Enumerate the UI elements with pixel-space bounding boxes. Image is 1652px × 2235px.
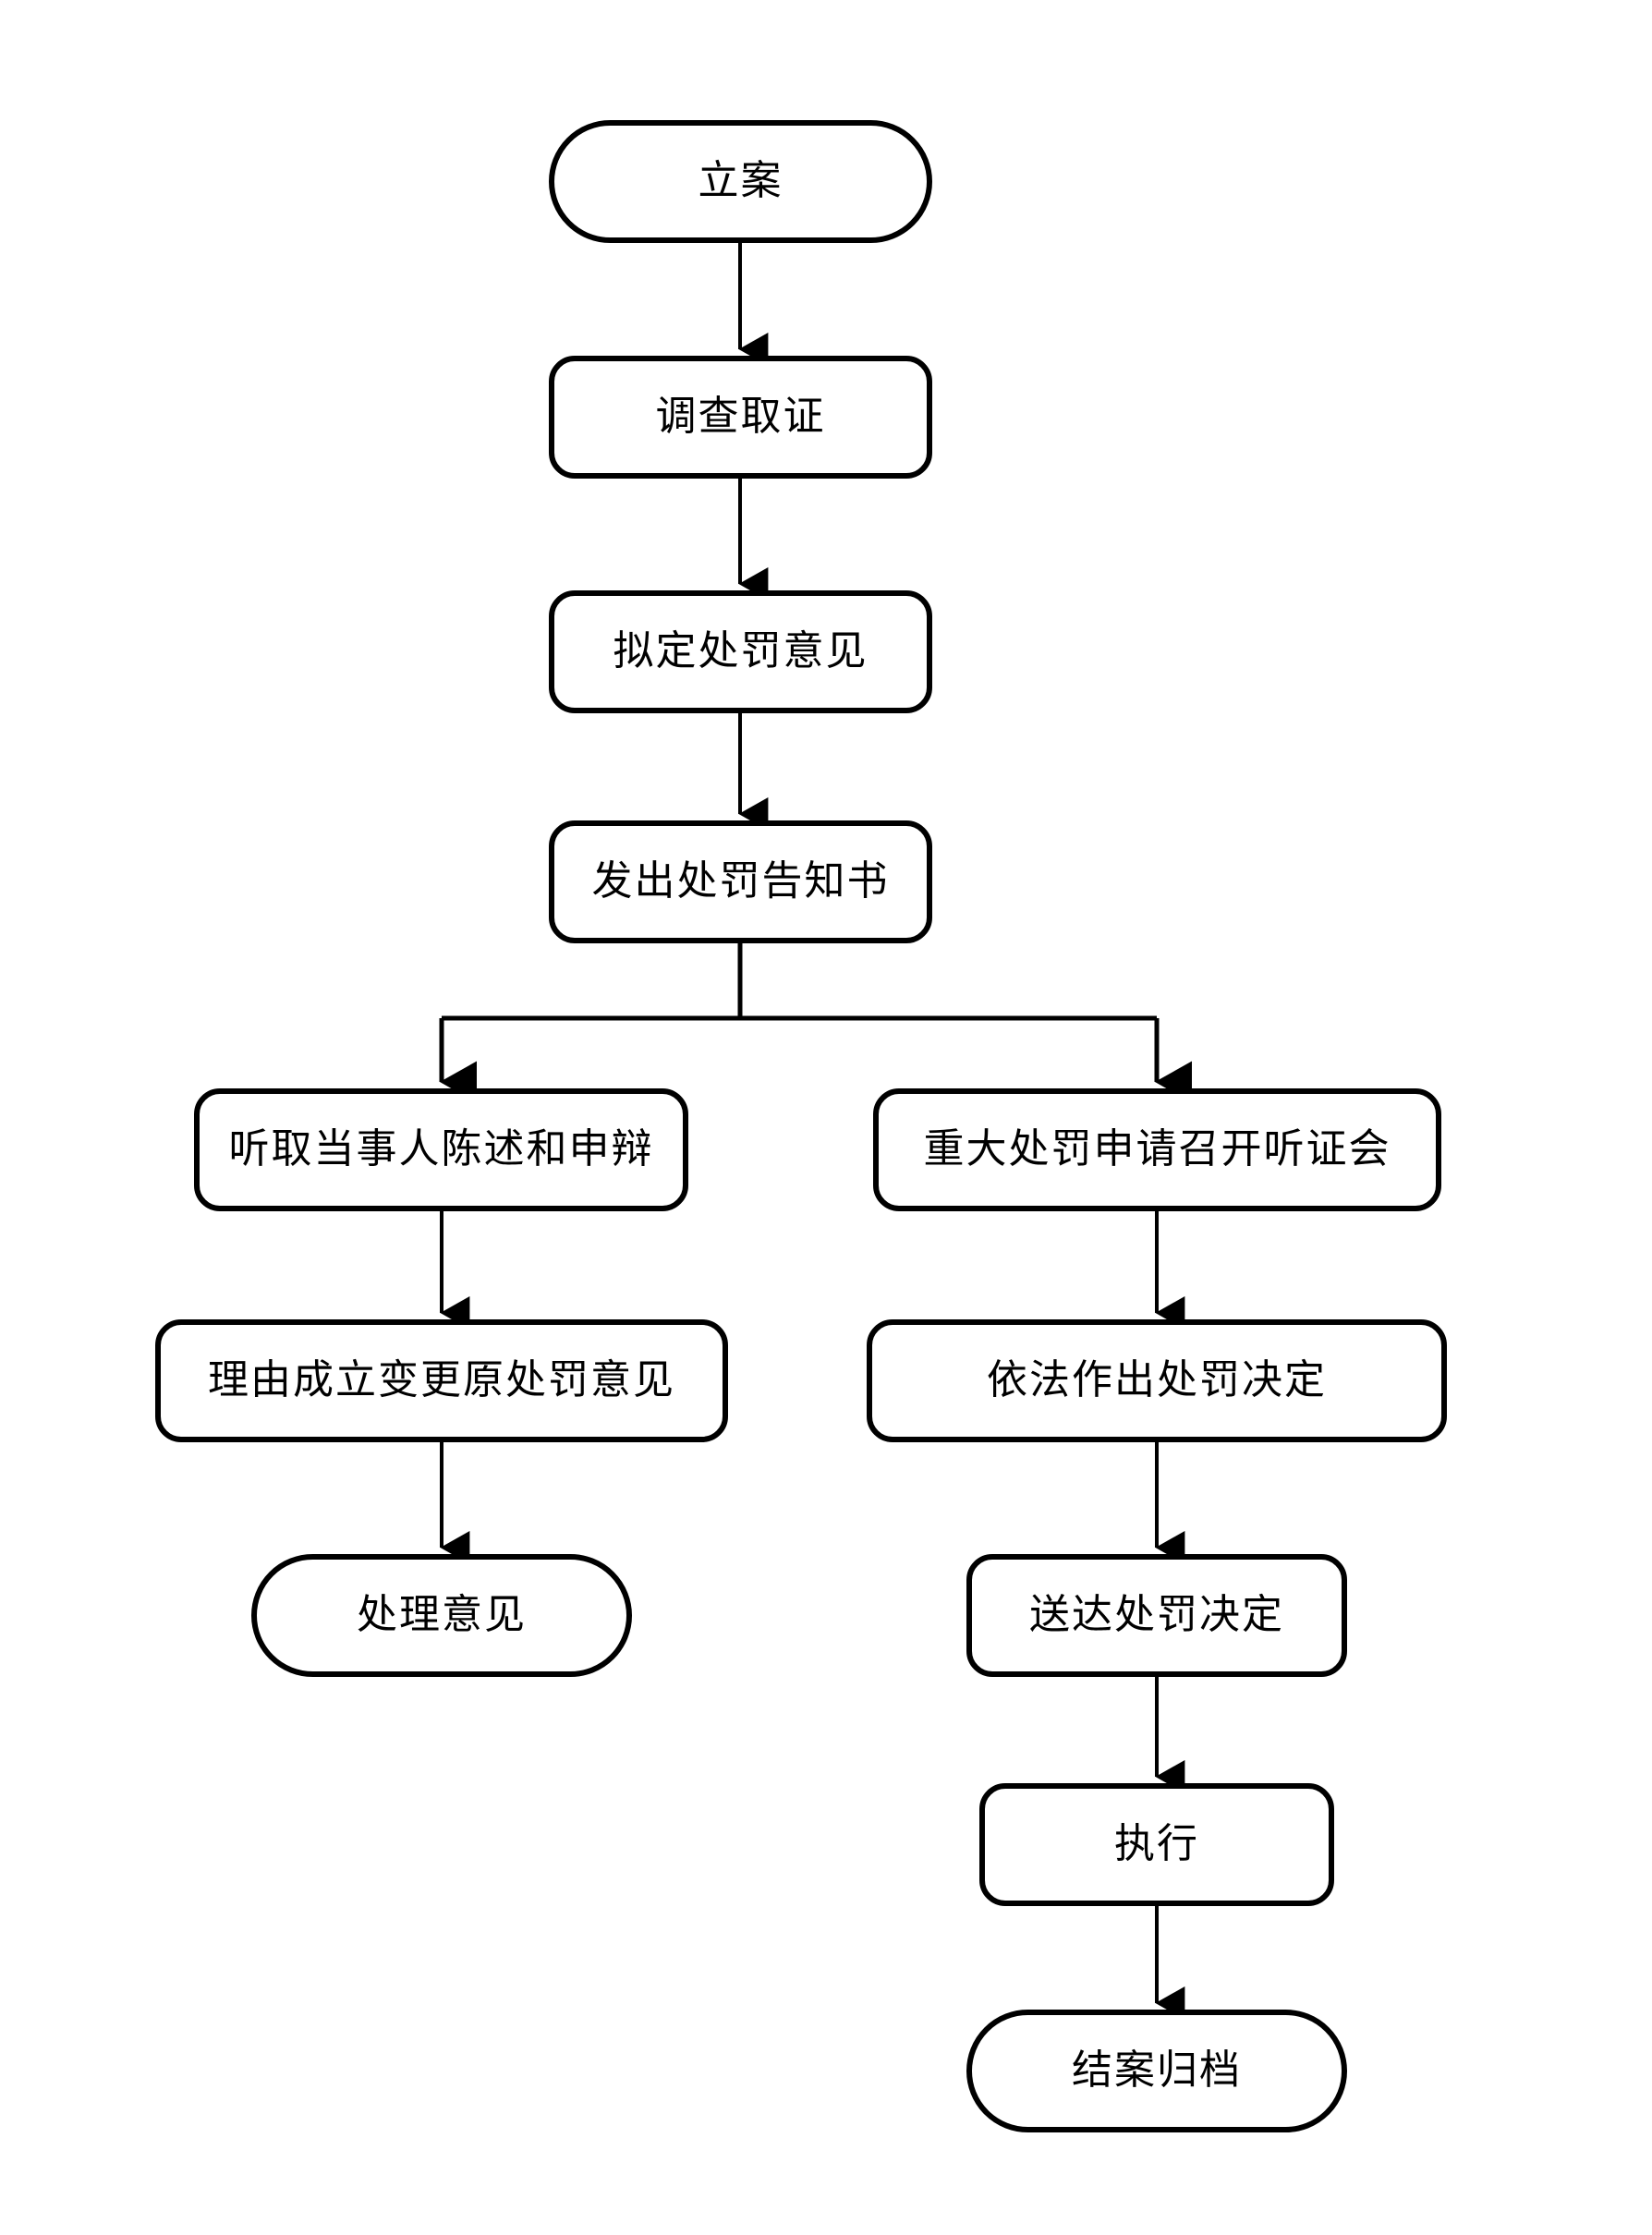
- node-niding-chufa-yijian[interactable]: 拟定处罚意见: [549, 590, 932, 713]
- node-fachu-chufa-gaozhishu-label: 发出处罚告知书: [591, 858, 890, 905]
- node-zhongda-chufa-tingzhenghui[interactable]: 重大处罚申请召开听证会: [873, 1088, 1441, 1211]
- node-zhixing[interactable]: 执行: [979, 1783, 1334, 1906]
- node-jiean-guidang-label: 结案归档: [1072, 2047, 1242, 2094]
- node-zhongda-chufa-tingzhenghui-label: 重大处罚申请召开听证会: [923, 1126, 1391, 1172]
- node-chuli-yijian-label: 处理意见: [357, 1592, 527, 1638]
- node-niding-chufa-yijian-label: 拟定处罚意见: [613, 628, 869, 674]
- node-chuli-yijian[interactable]: 处理意见: [251, 1554, 632, 1677]
- node-liyou-chengli-biangeng[interactable]: 理由成立变更原处罚意见: [155, 1319, 728, 1442]
- node-diaocha-quzheng[interactable]: 调查取证: [549, 356, 932, 479]
- node-fachu-chufa-gaozhishu[interactable]: 发出处罚告知书: [549, 820, 932, 943]
- node-songda-chufa-jueding-label: 送达处罚决定: [1029, 1592, 1284, 1638]
- node-songda-chufa-jueding[interactable]: 送达处罚决定: [966, 1554, 1347, 1677]
- node-tingqu-chenshu-shenbian[interactable]: 听取当事人陈述和申辩: [194, 1088, 688, 1211]
- node-yifa-zuochu-chufa-jueding-label: 依法作出处罚决定: [987, 1357, 1327, 1403]
- node-liaan-label: 立案: [698, 158, 783, 204]
- node-liaan[interactable]: 立案: [549, 120, 932, 243]
- node-diaocha-quzheng-label: 调查取证: [655, 394, 826, 440]
- node-liyou-chengli-biangeng-label: 理由成立变更原处罚意见: [208, 1357, 675, 1403]
- node-tingqu-chenshu-shenbian-label: 听取当事人陈述和申辩: [228, 1126, 654, 1172]
- node-yifa-zuochu-chufa-jueding[interactable]: 依法作出处罚决定: [867, 1319, 1447, 1442]
- node-jiean-guidang[interactable]: 结案归档: [966, 2010, 1347, 2132]
- node-zhixing-label: 执行: [1114, 1821, 1199, 1867]
